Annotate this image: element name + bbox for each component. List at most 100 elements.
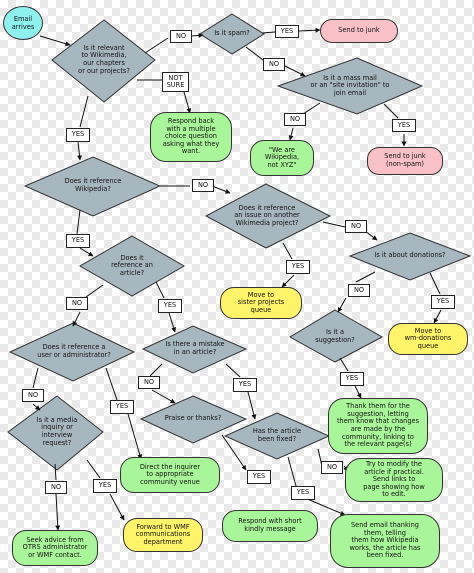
connector-no-praise	[151, 389, 176, 404]
decision-reference-wikipedia: Does it reference Wikipedia?	[64, 177, 122, 193]
label-yes-media: YES	[93, 479, 117, 493]
decision-mass-mail: Is it a mass mail or an "site invitation…	[310, 73, 390, 97]
label-yes-mistake: YES	[233, 378, 257, 392]
decision-donations: Is it about donations?	[374, 251, 446, 260]
decision-mass-mail-shape	[276, 57, 424, 115]
label-yes-issue: YES	[286, 260, 310, 274]
decision-mistake-shape	[141, 325, 248, 374]
label-yes-suggestion: YES	[340, 372, 364, 386]
decision-suggestion-shape	[289, 309, 384, 363]
connector-spam-yes	[261, 31, 276, 34]
connector-yes-junk	[298, 27, 321, 33]
connector-no-xyz	[288, 127, 294, 141]
connector-no-issue	[211, 185, 231, 194]
label-no-refwiki: NO	[192, 179, 214, 192]
connector-media-no	[54, 463, 57, 481]
label-no-massmail: NO	[284, 113, 306, 126]
label-yes-fixed: YES	[247, 470, 271, 484]
connector-donations-yes	[429, 272, 441, 295]
decision-praise: Praise or thanks?	[164, 414, 222, 423]
decision-spam: Is it spam?	[214, 29, 250, 38]
connector-yes-sister	[281, 274, 295, 288]
connector-start-relevant	[39, 35, 71, 47]
connector-massmail-no	[302, 102, 321, 115]
outcome-direct-community: Direct the inquirer to appropriate commu…	[120, 457, 220, 493]
connector-yes-fixed	[247, 391, 257, 420]
label-yes-spam: YES	[275, 25, 299, 38]
connector-relevant-no	[144, 37, 169, 54]
label-no-fixed: NO	[321, 461, 343, 474]
outcome-junk-non-spam: Send to junk (non-spam)	[367, 147, 443, 175]
outcome-seek-advice: Seek advice from OTRS administrator or W…	[12, 530, 98, 566]
connector-massmail-yes	[383, 103, 399, 119]
outcome-send-thanks: Send email thanking them, telling them h…	[330, 514, 440, 568]
connector-yes-forward	[109, 493, 125, 521]
connector-notsure-respond	[183, 91, 192, 114]
label-yes-relevant: YES	[66, 128, 90, 142]
connector-yes-direct	[127, 413, 143, 460]
connector-refuser-no	[32, 367, 39, 389]
decision-spam-shape	[199, 13, 265, 55]
decision-reference-wikipedia-shape	[23, 156, 162, 217]
label-yes-refarticle: YES	[158, 299, 182, 313]
connector-yes-thank	[354, 385, 362, 399]
connector-praise-yes	[221, 434, 247, 471]
label-no-refuser: NO	[22, 389, 44, 402]
label-no-relevant: NO	[170, 30, 192, 43]
connector-yes-thanks	[304, 497, 346, 516]
outcome-fix-article: Try to modify the article if practical. …	[345, 458, 443, 502]
connector-no-donations	[364, 230, 378, 241]
connector-no-seek	[55, 493, 61, 531]
start-email-arrives: Email arrives	[3, 6, 43, 40]
connector-suggestion-yes	[339, 357, 349, 372]
decision-suggestion: Is it a suggestion?	[315, 328, 355, 344]
label-yes-donations: YES	[431, 295, 455, 309]
label-no-mistake: NO	[138, 376, 160, 389]
connector-refuser-yes	[105, 367, 118, 401]
connector-yes-refwiki	[77, 141, 82, 161]
decision-media-inquiry-shape	[7, 395, 104, 471]
connector-no-media	[32, 403, 41, 411]
decision-fixed: Has the article been fixed?	[252, 427, 302, 443]
connector-fixed-yes	[287, 456, 297, 487]
connector-refarticle-no	[85, 284, 104, 298]
decision-mistake: Is there a mistake in an article?	[165, 340, 225, 356]
connector-mistake-no	[149, 363, 163, 377]
connector-media-yes	[86, 459, 101, 479]
decision-donations-shape	[348, 232, 472, 281]
outcome-respond-back: Respond back with a multiple choice ques…	[150, 112, 232, 162]
decision-reference-user: Does it reference a user or administrato…	[37, 343, 111, 359]
connector-no-massmail	[284, 65, 306, 77]
label-no-refarticle: NO	[66, 297, 88, 310]
connector-yes-refarticle	[79, 247, 94, 257]
decision-issue-other-project: Does it reference an issue on another Wi…	[234, 203, 300, 227]
connector-spam-no	[245, 46, 264, 61]
label-yes-praise: YES	[291, 486, 315, 500]
decision-reference-article-shape	[78, 235, 186, 297]
decision-reference-article: Does it reference an article?	[111, 253, 153, 277]
connector-issue-yes	[282, 242, 293, 260]
outcome-send-to-junk: Send to junk	[320, 19, 398, 43]
decision-issue-other-project-shape	[204, 183, 332, 249]
connector-no-spam	[191, 32, 204, 38]
decision-praise-shape	[139, 395, 248, 444]
connector-refwiki-yes	[76, 209, 81, 235]
label-no-media: NO	[45, 481, 67, 494]
connector-no-refuser	[72, 311, 81, 327]
connector-relevant-yes	[79, 95, 89, 128]
label-yes-refuser: YES	[110, 400, 134, 414]
connector-issue-no	[322, 221, 346, 228]
label-not-sure: NOT SURE	[162, 72, 189, 92]
connector-yes-mistake	[168, 312, 177, 333]
decision-relevant: Is it relevant to Wikimedia, our chapter…	[78, 43, 130, 75]
connector-yes-wmdon	[433, 309, 442, 324]
decision-fixed-shape	[223, 412, 331, 460]
outcome-not-xyz: "We are Wikipedia, not XYZ"	[250, 140, 314, 176]
label-no-issue: NO	[345, 220, 367, 233]
decision-media-inquiry: Is it a media inquiry or interview reque…	[36, 415, 78, 447]
label-yes-refwiki: YES	[66, 234, 90, 248]
connector-mistake-yes	[225, 363, 241, 378]
label-no-donations: NO	[348, 284, 370, 297]
label-no-spam: NO	[263, 58, 285, 71]
